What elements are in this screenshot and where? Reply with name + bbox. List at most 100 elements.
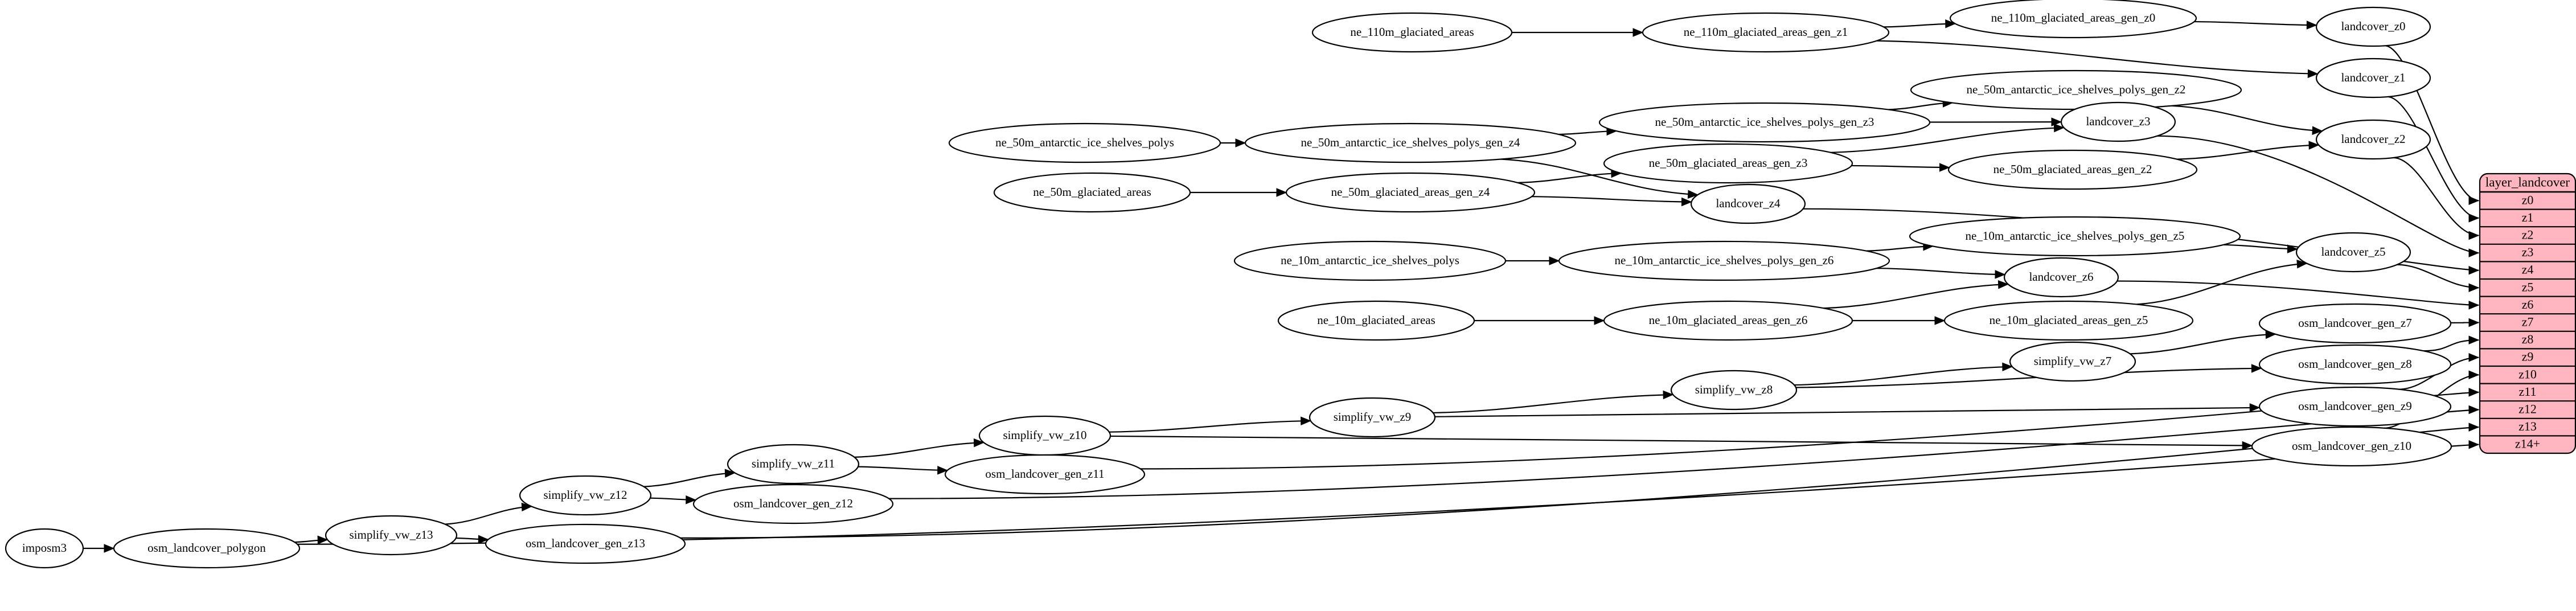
edge-ne-50m-glaciated-areas-gen-z2-to-landcover-z2 bbox=[2177, 144, 2319, 160]
table-row-z8[interactable]: z8 bbox=[2522, 332, 2534, 346]
node-simplify-vw-z10[interactable]: simplify_vw_z10 bbox=[978, 415, 1111, 456]
node-ne-10m-glaciated-areas-gen-z6[interactable]: ne_10m_glaciated_areas_gen_z6 bbox=[1603, 300, 1853, 341]
edge-arrowhead bbox=[2468, 352, 2480, 362]
node-osm-landcover-gen-z7[interactable]: osm_landcover_gen_z7 bbox=[2258, 303, 2452, 344]
edge-simplify-vw-z13-to-simplify-vw-z12 bbox=[445, 506, 532, 525]
table-row-z13[interactable]: z13 bbox=[2518, 419, 2537, 433]
edge-arrowhead bbox=[1549, 256, 1560, 265]
node-ne-10m-antarctic-ice-shelves-polys[interactable]: ne_10m_antarctic_ice_shelves_polys bbox=[1233, 240, 1507, 281]
edge-arrowhead bbox=[1945, 19, 1956, 28]
node-shape bbox=[2060, 101, 2176, 142]
node-shape bbox=[2258, 303, 2452, 344]
node-shape bbox=[1233, 240, 1507, 281]
edge-arrowhead bbox=[2468, 423, 2480, 432]
edge-simplify-vw-z12-to-simplify-vw-z11 bbox=[643, 472, 735, 487]
edge-arrowhead bbox=[2468, 318, 2480, 327]
edge-arrowhead bbox=[2053, 123, 2065, 133]
table-row-z4[interactable]: z4 bbox=[2522, 263, 2534, 277]
table-row-z6[interactable]: z6 bbox=[2522, 297, 2534, 311]
node-imposm3[interactable]: imposm3 bbox=[5, 528, 84, 569]
table-row-z5[interactable]: z5 bbox=[2522, 280, 2534, 294]
edge-arrowhead bbox=[2468, 335, 2480, 345]
node-landcover-z3[interactable]: landcover_z3 bbox=[2060, 101, 2176, 142]
node-shape bbox=[1943, 300, 2194, 341]
node-ne-110m-glaciated-areas-gen-z1[interactable]: ne_110m_glaciated_areas_gen_z1 bbox=[1642, 12, 1890, 53]
node-ne-50m-antarctic-ice-shelves-polys-gen-z4[interactable]: ne_50m_antarctic_ice_shelves_polys_gen_z… bbox=[1244, 122, 1577, 163]
edge-landcover-z0-to-layer-landcover-z0 bbox=[2385, 45, 2479, 202]
node-simplify-vw-z12[interactable]: simplify_vw_z12 bbox=[519, 475, 652, 516]
node-label: ne_10m_glaciated_areas bbox=[1317, 313, 1435, 327]
node-label: landcover_z1 bbox=[2341, 71, 2405, 84]
node-label: simplify_vw_z7 bbox=[2034, 354, 2112, 368]
node-ne-50m-glaciated-areas[interactable]: ne_50m_glaciated_areas bbox=[993, 172, 1191, 213]
node-ne-50m-glaciated-areas-gen-z3[interactable]: ne_50m_glaciated_areas_gen_z3 bbox=[1603, 143, 1853, 184]
node-label: ne_10m_antarctic_ice_shelves_polys_gen_z… bbox=[1615, 253, 1834, 267]
node-simplify-vw-z9[interactable]: simplify_vw_z9 bbox=[1308, 397, 1436, 438]
table-row-z9[interactable]: z9 bbox=[2522, 350, 2534, 364]
node-label: ne_50m_antarctic_ice_shelves_polys_gen_z… bbox=[1655, 115, 1874, 129]
table-row-z1[interactable]: z1 bbox=[2522, 210, 2534, 224]
table-row-z2[interactable]: z2 bbox=[2522, 228, 2534, 242]
node-shape bbox=[1558, 240, 1890, 281]
node-landcover-z0[interactable]: landcover_z0 bbox=[2315, 6, 2431, 47]
edge-ne-10m-glaciated-areas-gen-z6-to-landcover-z6 bbox=[1823, 284, 2008, 309]
table-row-z14plus[interactable]: z14+ bbox=[2515, 437, 2540, 451]
node-ne-110m-glaciated-areas-gen-z0[interactable]: ne_110m_glaciated_areas_gen_z0 bbox=[1949, 0, 2197, 39]
edge-arrowhead bbox=[1594, 316, 1605, 325]
node-ne-50m-antarctic-ice-shelves-polys[interactable]: ne_50m_antarctic_ice_shelves_polys bbox=[948, 122, 1221, 163]
table-row-z0[interactable]: z0 bbox=[2522, 192, 2534, 207]
node-shape bbox=[2315, 119, 2431, 160]
edge-ne-50m-antarctic-ice-shelves-polys-gen-z4-to-landcover-z4 bbox=[1500, 158, 1698, 196]
node-landcover-z5[interactable]: landcover_z5 bbox=[2295, 232, 2411, 273]
node-ne-50m-glaciated-areas-gen-z4[interactable]: ne_50m_glaciated_areas_gen_z4 bbox=[1285, 172, 1536, 213]
edge-landcover-z3-to-layer-landcover-z3 bbox=[2157, 135, 2479, 254]
node-simplify-vw-z8[interactable]: simplify_vw_z8 bbox=[1670, 370, 1798, 411]
table-row-z11[interactable]: z11 bbox=[2519, 384, 2537, 399]
table-row-z12[interactable]: z12 bbox=[2518, 402, 2537, 416]
edge-arrowhead bbox=[1276, 188, 1287, 197]
node-landcover-z1[interactable]: landcover_z1 bbox=[2315, 58, 2431, 99]
node-ne-10m-antarctic-ice-shelves-polys-gen-z5[interactable]: ne_10m_antarctic_ice_shelves_polys_gen_z… bbox=[1909, 216, 2241, 257]
node-osm-landcover-gen-z8[interactable]: osm_landcover_gen_z8 bbox=[2258, 344, 2452, 385]
node-ne-50m-antarctic-ice-shelves-polys-gen-z2[interactable]: ne_50m_antarctic_ice_shelves_polys_gen_z… bbox=[1910, 69, 2242, 110]
node-ne-50m-glaciated-areas-gen-z2[interactable]: ne_50m_glaciated_areas_gen_z2 bbox=[1947, 149, 2198, 190]
node-osm-landcover-gen-z9[interactable]: osm_landcover_gen_z9 bbox=[2258, 386, 2452, 427]
node-ne-50m-antarctic-ice-shelves-polys-gen-z3[interactable]: ne_50m_antarctic_ice_shelves_polys_gen_z… bbox=[1598, 102, 1931, 143]
table-row-z7[interactable]: z7 bbox=[2522, 315, 2534, 329]
edge-arrowhead bbox=[317, 535, 329, 545]
node-shape bbox=[1244, 122, 1577, 163]
node-osm-landcover-gen-z10[interactable]: osm_landcover_gen_z10 bbox=[2251, 426, 2452, 467]
node-osm-landcover-gen-z13[interactable]: osm_landcover_gen_z13 bbox=[485, 523, 686, 564]
node-label: landcover_z0 bbox=[2341, 19, 2405, 33]
node-osm-landcover-gen-z11[interactable]: osm_landcover_gen_z11 bbox=[944, 454, 1146, 495]
node-ne-10m-glaciated-areas-gen-z5[interactable]: ne_10m_glaciated_areas_gen_z5 bbox=[1943, 300, 2194, 341]
node-label: imposm3 bbox=[22, 541, 67, 555]
edge-simplify-vw-z7-to-osm-landcover-gen-z7 bbox=[2130, 333, 2276, 355]
edge-arrowhead bbox=[2468, 283, 2480, 293]
node-simplify-vw-z11[interactable]: simplify_vw_z11 bbox=[727, 444, 860, 485]
node-shape bbox=[2315, 58, 2431, 99]
node-ne-10m-antarctic-ice-shelves-polys-gen-z6[interactable]: ne_10m_antarctic_ice_shelves_polys_gen_z… bbox=[1558, 240, 1890, 281]
node-landcover-z2[interactable]: landcover_z2 bbox=[2315, 119, 2431, 160]
node-ne-10m-glaciated-areas[interactable]: ne_10m_glaciated_areas bbox=[1277, 300, 1475, 341]
node-simplify-vw-z7[interactable]: simplify_vw_z7 bbox=[2009, 341, 2136, 382]
node-shape bbox=[485, 523, 686, 564]
node-label: ne_10m_glaciated_areas_gen_z6 bbox=[1649, 313, 1808, 327]
node-osm-landcover-gen-z12[interactable]: osm_landcover_gen_z12 bbox=[692, 483, 894, 524]
node-landcover-z6[interactable]: landcover_z6 bbox=[2003, 257, 2119, 298]
node-shape bbox=[1603, 300, 1853, 341]
node-label: landcover_z4 bbox=[1716, 196, 1781, 210]
node-shape bbox=[944, 454, 1146, 495]
node-shape bbox=[2295, 232, 2411, 273]
node-shape bbox=[1308, 397, 1436, 438]
node-landcover-z4[interactable]: landcover_z4 bbox=[1690, 183, 1806, 224]
edge-simplify-vw-z8-to-osm-landcover-gen-z8 bbox=[1796, 367, 2262, 388]
node-simplify-vw-z13[interactable]: simplify_vw_z13 bbox=[325, 515, 458, 556]
node-osm-landcover-polygon[interactable]: osm_landcover_polygon bbox=[113, 528, 301, 569]
edge-simplify-vw-z9-to-simplify-vw-z8 bbox=[1433, 393, 1673, 414]
table-row-z3[interactable]: z3 bbox=[2522, 245, 2534, 259]
table-row-z10[interactable]: z10 bbox=[2518, 367, 2537, 381]
node-ne-110m-glaciated-areas[interactable]: ne_110m_glaciated_areas bbox=[1311, 12, 1513, 53]
node-label: simplify_vw_z8 bbox=[1695, 383, 1773, 396]
